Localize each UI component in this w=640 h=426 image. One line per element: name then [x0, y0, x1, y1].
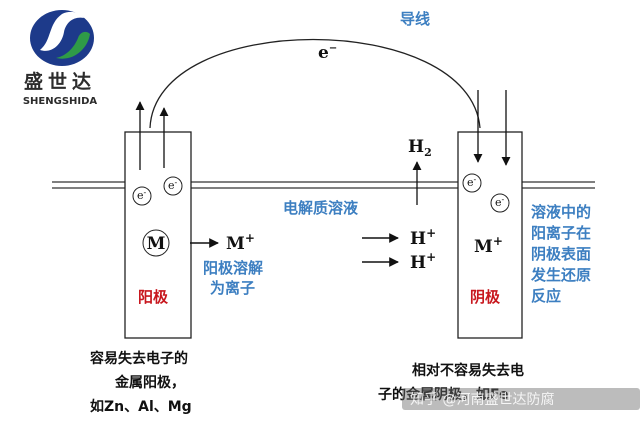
- anode-caption-line2: 金属阳极，: [114, 374, 185, 391]
- anode-product-ion: M+: [226, 231, 255, 254]
- h-ion-2: H+: [410, 250, 436, 273]
- wire-label: 导线: [400, 10, 430, 28]
- cathode-electron-1: e-: [462, 173, 482, 193]
- watermark: 知乎 @河南盛世达防腐: [402, 388, 640, 410]
- logo-leaf-icon: [56, 31, 90, 59]
- anode-note-line1: 阳极溶解: [203, 259, 263, 277]
- svg-text:e-: e-: [137, 188, 147, 202]
- cathode-note-line4: 发生还原: [530, 266, 591, 284]
- logo-wave-icon: [40, 11, 84, 51]
- cathode-note-line2: 阳离子在: [531, 224, 591, 242]
- cathode-electrode: [457, 131, 523, 339]
- cathode-caption-line2: 子的金属阴极，如Fe: [378, 386, 509, 403]
- svg-text:e-: e-: [168, 178, 178, 192]
- anode-metal-atom: M: [142, 229, 170, 257]
- logo-name-cn: 盛世达: [24, 70, 96, 93]
- cathode-ion: M+: [474, 234, 503, 257]
- hydrogen-gas: H2: [408, 137, 432, 159]
- cathode-label: 阴极: [470, 288, 501, 306]
- svg-text:e-: e-: [495, 195, 505, 209]
- h-ion-1: H+: [410, 226, 436, 249]
- company-logo: 盛世达 SHENGSHIDA: [23, 10, 98, 107]
- anode-electron-1: e-: [132, 186, 152, 206]
- cathode-caption-line1: 相对不容易失去电: [412, 362, 524, 379]
- electrolyte-label: 电解质溶液: [283, 199, 359, 217]
- anode-label: 阳极: [138, 288, 169, 306]
- anode-electron-2: e-: [163, 176, 183, 196]
- watermark-text: 知乎 @河南盛世达防腐: [410, 391, 554, 408]
- anode-caption-line1: 容易失去电子的: [89, 350, 188, 367]
- cathode-electron-2: e-: [490, 193, 510, 213]
- svg-text:M: M: [147, 234, 166, 254]
- cathode-note-line5: 反应: [531, 287, 561, 305]
- svg-text:e-: e-: [467, 175, 477, 189]
- wire-electron: e−: [318, 43, 337, 63]
- wire-arc: [149, 38, 481, 129]
- anode-note-line2: 为离子: [210, 279, 255, 297]
- cathode-note-line1: 溶液中的: [531, 203, 591, 221]
- logo-name-en: SHENGSHIDA: [23, 96, 98, 107]
- cathode-note-line3: 阴极表面: [531, 245, 591, 263]
- anode-caption-line3: 如Zn、Al、Mg: [90, 398, 192, 415]
